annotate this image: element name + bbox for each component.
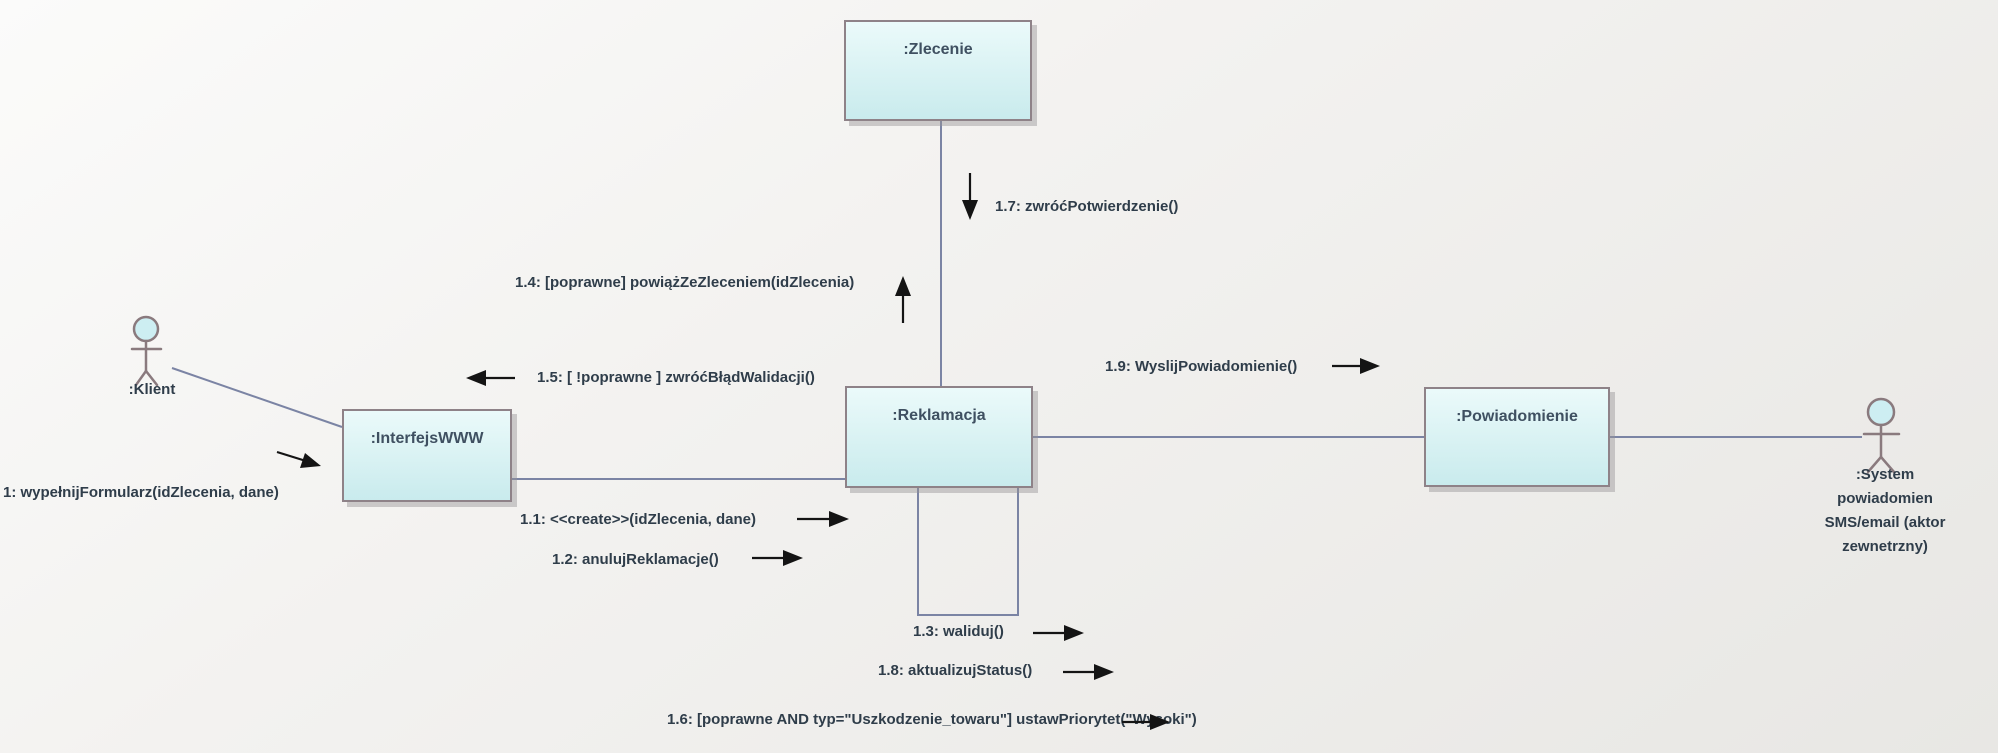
object-powiadomienie[interactable]: :Powiadomienie [1424,387,1610,487]
object-interfejswww-label: :InterfejsWWW [370,430,484,447]
message-arrow-1-8[interactable] [1063,664,1114,680]
message-label-1-6[interactable]: 1.6: [poprawne AND typ="Uszkodzenie_towa… [667,711,1197,728]
object-zlecenie[interactable]: :Zlecenie [844,20,1032,121]
actor-leg-right [1879,455,1896,474]
message-label-1-3[interactable]: 1.3: waliduj() [913,623,1004,640]
message-arrow-1-4[interactable] [895,276,911,323]
message-arrow-1-7[interactable] [962,173,978,220]
object-reklamacja-label: :Reklamacja [892,407,986,424]
message-label-1-4[interactable]: 1.4: [poprawne] powiążZeZleceniem(idZlec… [515,274,855,291]
message-label-1-8[interactable]: 1.8: aktualizujStatus() [878,662,1033,679]
actor-system-label-line: :System [1855,466,1915,483]
message-arrow-1-9[interactable] [1332,358,1380,374]
message-label-1-9[interactable]: 1.9: WyslijPowiadomienie() [1105,358,1298,375]
actor-leg-left [134,369,148,387]
message-label-1[interactable]: 1: wypełnijFormularz(idZlecenia, dane) [3,484,279,501]
actor-leg-right [144,369,159,387]
actor-klient-label[interactable]: :Klient [128,381,176,398]
actor-system-figure[interactable] [1862,397,1901,474]
message-arrow-1-1[interactable] [797,511,849,527]
actor-leg-left [1866,455,1883,474]
actor-system-label-line: SMS/email (aktor [1824,514,1946,531]
message-arrow-1[interactable] [276,450,321,468]
connector-klient-interfejswww[interactable] [171,367,343,428]
object-interfejswww[interactable]: :InterfejsWWW [342,409,512,502]
message-arrow-1-3[interactable] [1033,625,1084,641]
object-reklamacja[interactable]: :Reklamacja [845,386,1033,488]
actor-klient-figure[interactable] [130,315,163,387]
actor-system-label-line: powiadomien [1837,490,1933,507]
message-label-1-5[interactable]: 1.5: [ !poprawne ] zwróćBłądWalidacji() [537,369,815,386]
message-arrow-1-5[interactable] [466,370,515,386]
object-zlecenie-label: :Zlecenie [903,41,973,58]
message-label-1-7[interactable]: 1.7: zwróćPotwierdzenie() [995,198,1179,215]
message-label-1-2[interactable]: 1.2: anulujReklamacje() [552,551,719,568]
message-arrow-1-2[interactable] [752,550,803,566]
object-powiadomienie-label: :Powiadomienie [1456,408,1578,425]
connector-reklamacja-self-loop[interactable] [917,488,1019,616]
actor-system-label[interactable]: :System powiadomien SMS/email (aktor zew… [1805,463,1965,559]
actor-system-label-line: zewnetrzny) [1842,538,1928,555]
message-label-1-1[interactable]: 1.1: <<create>>(idZlecenia, dane) [520,511,756,528]
message-arrow-1-6[interactable] [1122,714,1170,730]
